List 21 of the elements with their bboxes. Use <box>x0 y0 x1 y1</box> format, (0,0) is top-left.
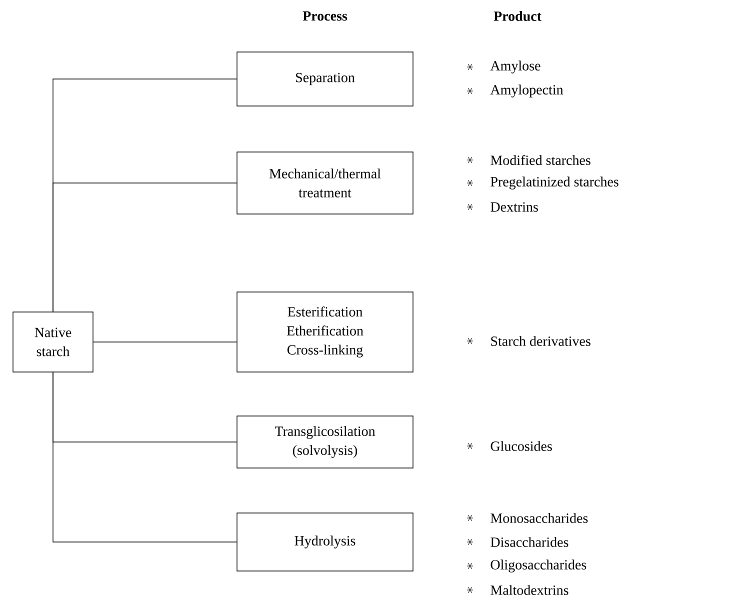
product-item: Glucosides <box>490 441 552 451</box>
process-box: Hydrolysis <box>236 512 414 572</box>
column-heading: Process <box>302 11 348 21</box>
product-item: Starch derivatives <box>491 336 590 346</box>
process-box: Separation <box>236 52 414 106</box>
product-item: Pregelatinized starches <box>490 176 618 190</box>
process-box: Mechanical/thermal treatment <box>236 152 414 214</box>
product-item: Modified starches <box>490 155 590 165</box>
connector-line <box>52 182 237 312</box>
process-box: Esterification Etherification Cross-linking <box>236 292 414 372</box>
product-item: Monosaccharides <box>490 513 588 523</box>
product-item: Disaccharides <box>490 537 568 547</box>
product-item: Dextrins <box>490 202 538 212</box>
product-item: Oligosaccharides <box>490 560 586 572</box>
product-item: Amylose <box>490 60 540 74</box>
product-item: Maltodextrins <box>490 585 568 595</box>
process-box: Transglicosilation (solvolysis) <box>236 416 414 468</box>
column-heading: Product <box>494 11 542 21</box>
product-item: Amylopectin <box>490 84 564 98</box>
start-box: Native starch <box>12 312 94 372</box>
connector-line <box>52 372 237 542</box>
